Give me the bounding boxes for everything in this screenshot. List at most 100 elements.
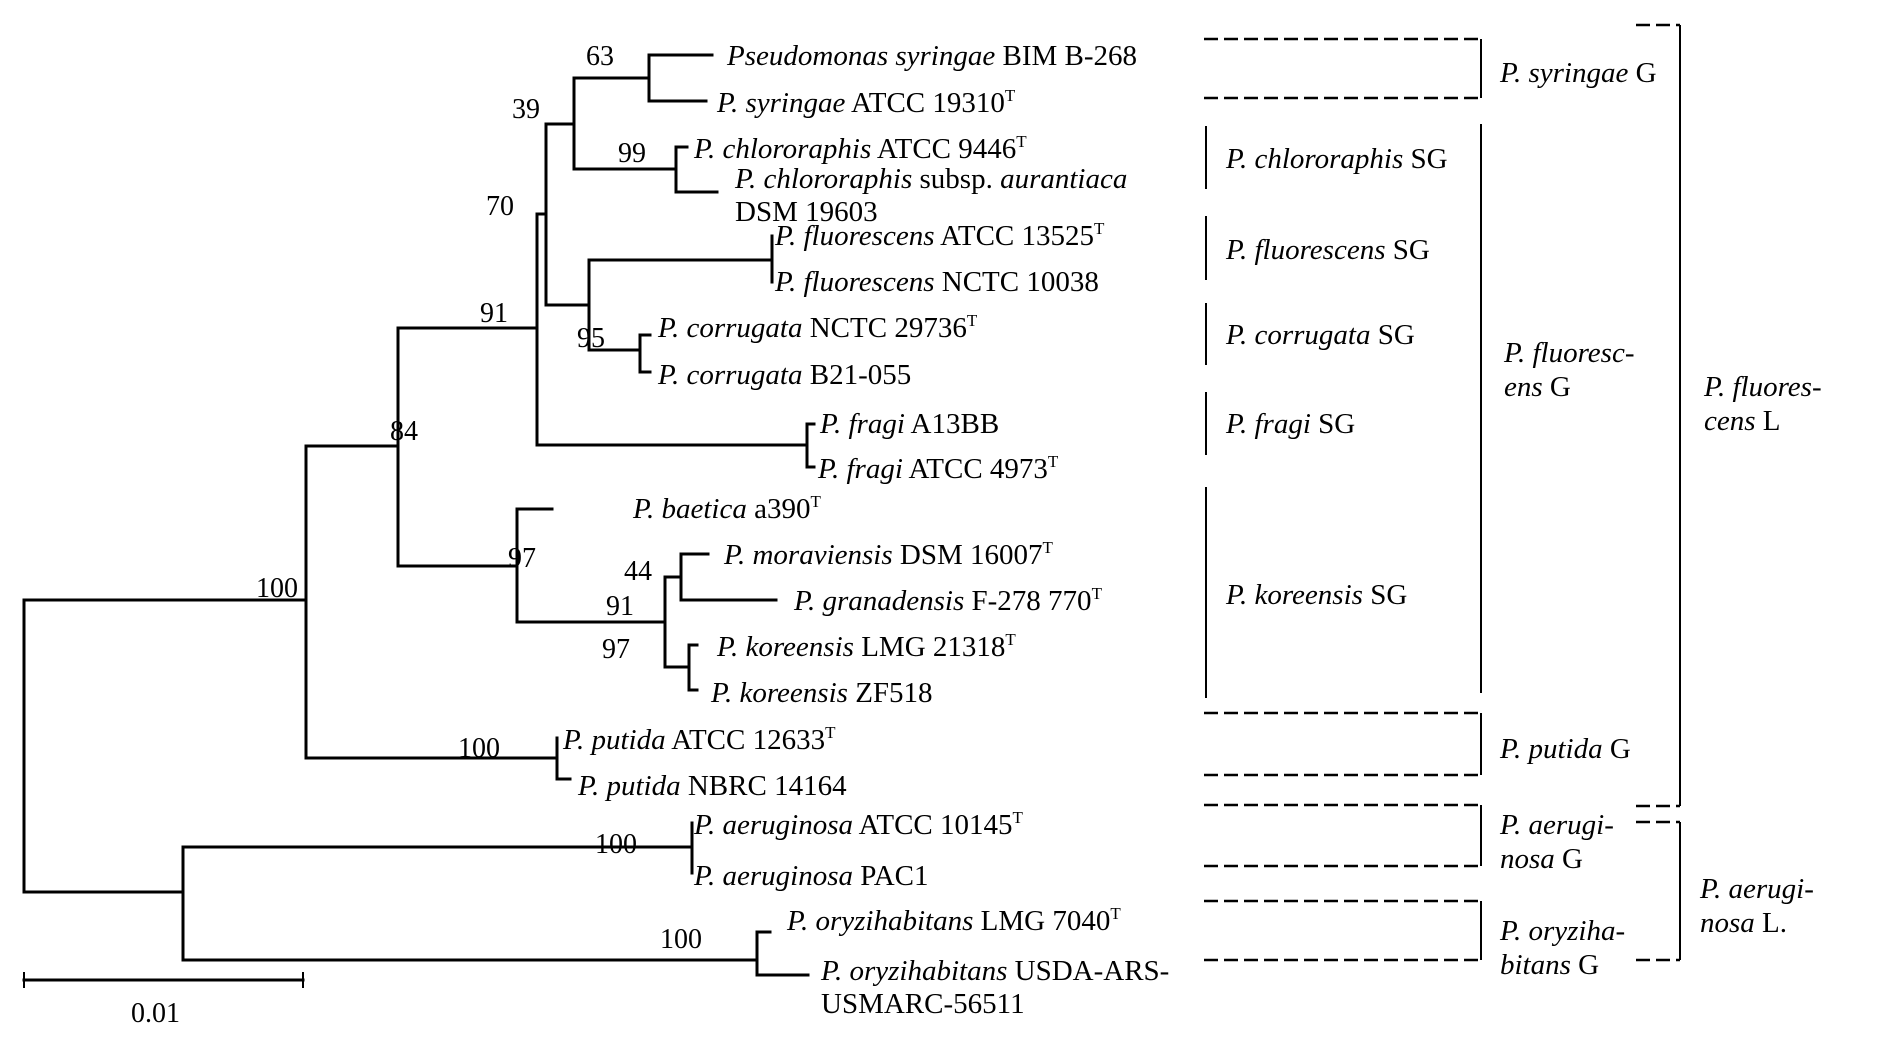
subgroup-label: P. corrugata SG: [1225, 319, 1415, 351]
label-part: L: [1756, 405, 1781, 437]
label-part: P. chlororaphis: [693, 133, 871, 165]
label-part: P. koreensis: [710, 677, 848, 709]
label-part: P. oryzihabitans: [786, 905, 973, 937]
label-part: ens: [1504, 371, 1543, 403]
label-part: USDA-ARS-: [1007, 955, 1169, 987]
label-part: PAC1: [853, 860, 929, 892]
label-part: P. aerugi-: [1499, 809, 1614, 841]
label-part: P. fluorescens: [774, 220, 935, 252]
taxon-label-line2: DSM 19603: [735, 196, 878, 228]
label-part: G: [1543, 371, 1571, 403]
label-part: ATCC 9446: [871, 133, 1016, 165]
label-part: A13BB: [905, 408, 999, 440]
bootstrap-value: 95: [577, 323, 605, 354]
subgroup-label: P. koreensis SG: [1225, 579, 1407, 611]
taxon-label: P. moraviensis DSM 16007T: [723, 538, 1054, 571]
type-strain-mark: T: [1016, 132, 1027, 151]
bootstrap-value: 100: [660, 924, 702, 955]
type-strain-mark: T: [1013, 808, 1024, 827]
label-part: ATCC 4973: [903, 453, 1048, 485]
bootstrap-value: 63: [586, 41, 614, 72]
taxon-label: P. aeruginosa ATCC 10145T: [693, 808, 1024, 841]
taxon-label: P. fluorescens ATCC 13525T: [774, 219, 1105, 252]
subgroup-label: P. fluorescens SG: [1225, 234, 1430, 266]
taxon-label: P. fluorescens NCTC 10038: [774, 266, 1099, 298]
taxon-label: P. oryzihabitans LMG 7040T: [786, 904, 1121, 937]
type-strain-mark: T: [1005, 86, 1016, 105]
label-part: P. putida: [562, 724, 666, 756]
group-label: ens G: [1504, 371, 1571, 403]
label-part: nosa: [1500, 843, 1555, 875]
type-strain-mark: T: [825, 723, 836, 742]
label-part: aurantiaca: [1000, 163, 1127, 195]
subgroup-label: P. fragi SG: [1225, 408, 1355, 440]
type-strain-mark: T: [967, 311, 978, 330]
lineage-label: nosa L.: [1700, 907, 1787, 939]
label-part: LMG 21318: [854, 631, 1005, 663]
label-part: DSM 16007: [893, 539, 1043, 571]
type-strain-mark: T: [1092, 584, 1103, 603]
type-strain-mark: T: [810, 492, 821, 511]
bootstrap-value: 91: [480, 298, 508, 329]
type-strain-mark: T: [1005, 630, 1016, 649]
label-part: P. fragi: [819, 408, 905, 440]
bootstrap-value: 97: [602, 634, 630, 665]
lineage-label: P. aerugi-: [1699, 873, 1814, 905]
group-label: P. putida G: [1499, 733, 1631, 765]
group-label: P. oryziha-: [1499, 915, 1625, 947]
label-part: SG: [1403, 143, 1447, 175]
subgroup-label: P. chlororaphis SG: [1225, 143, 1448, 175]
label-part: cens: [1704, 405, 1756, 437]
label-part: SG: [1311, 408, 1355, 440]
taxon-label: P. putida ATCC 12633T: [562, 723, 836, 756]
taxon-label: P. chlororaphis subsp. aurantiaca: [734, 163, 1127, 195]
taxon-label: P. koreensis ZF518: [710, 677, 933, 709]
label-part: Pseudomonas syringae: [726, 40, 995, 72]
label-part: G: [1555, 843, 1583, 875]
label-part: P. putida: [577, 770, 681, 802]
taxon-label: P. putida NBRC 14164: [577, 770, 847, 802]
label-part: P. oryziha-: [1499, 915, 1625, 947]
group-label: P. aerugi-: [1499, 809, 1614, 841]
label-part: P. corrugata: [1225, 319, 1370, 351]
label-part: NCTC 10038: [935, 266, 1099, 298]
label-part: P. chlororaphis: [734, 163, 912, 195]
label-part: F-278 770: [964, 585, 1091, 617]
group-label: nosa G: [1500, 843, 1583, 875]
label-part: BIM B-268: [995, 40, 1137, 72]
lineage-label: P. fluores-: [1703, 371, 1822, 403]
label-part: P. corrugata: [657, 359, 802, 391]
label-part: subsp.: [912, 163, 1000, 195]
taxon-label: P. koreensis LMG 21318T: [716, 630, 1016, 663]
label-part: ATCC 12633: [666, 724, 826, 756]
taxon-label: P. corrugata NCTC 29736T: [657, 311, 978, 344]
type-strain-mark: T: [1048, 452, 1059, 471]
taxon-label-line2: USMARC-56511: [821, 988, 1025, 1020]
label-part: P. fragi: [817, 453, 903, 485]
label-part: P. fragi: [1225, 408, 1311, 440]
group-label: P. fluoresc-: [1503, 337, 1635, 369]
label-part: bitans: [1500, 949, 1571, 981]
bootstrap-value: 70: [486, 191, 514, 222]
taxon-label: P. granadensis F-278 770T: [793, 584, 1103, 617]
bootstrap-value: 44: [624, 556, 652, 587]
label-part: P. chlororaphis: [1225, 143, 1403, 175]
bootstrap-value: 91: [606, 591, 634, 622]
taxon-label: P. syringae ATCC 19310T: [716, 86, 1016, 119]
type-strain-mark: T: [1043, 538, 1054, 557]
label-part: P. corrugata: [657, 312, 802, 344]
label-part: P. baetica: [632, 493, 747, 525]
bootstrap-value: 84: [390, 416, 418, 447]
taxon-label: Pseudomonas syringae BIM B-268: [726, 40, 1137, 72]
label-part: P. granadensis: [793, 585, 964, 617]
label-part: P. aerugi-: [1699, 873, 1814, 905]
label-part: P. fluores-: [1703, 371, 1822, 403]
label-part: P. koreensis: [716, 631, 854, 663]
label-part: G: [1571, 949, 1599, 981]
label-part: LMG 7040: [973, 905, 1110, 937]
type-strain-mark: T: [1094, 219, 1105, 238]
tree-branches: [22, 53, 816, 977]
bootstrap-value: 100: [458, 733, 500, 764]
